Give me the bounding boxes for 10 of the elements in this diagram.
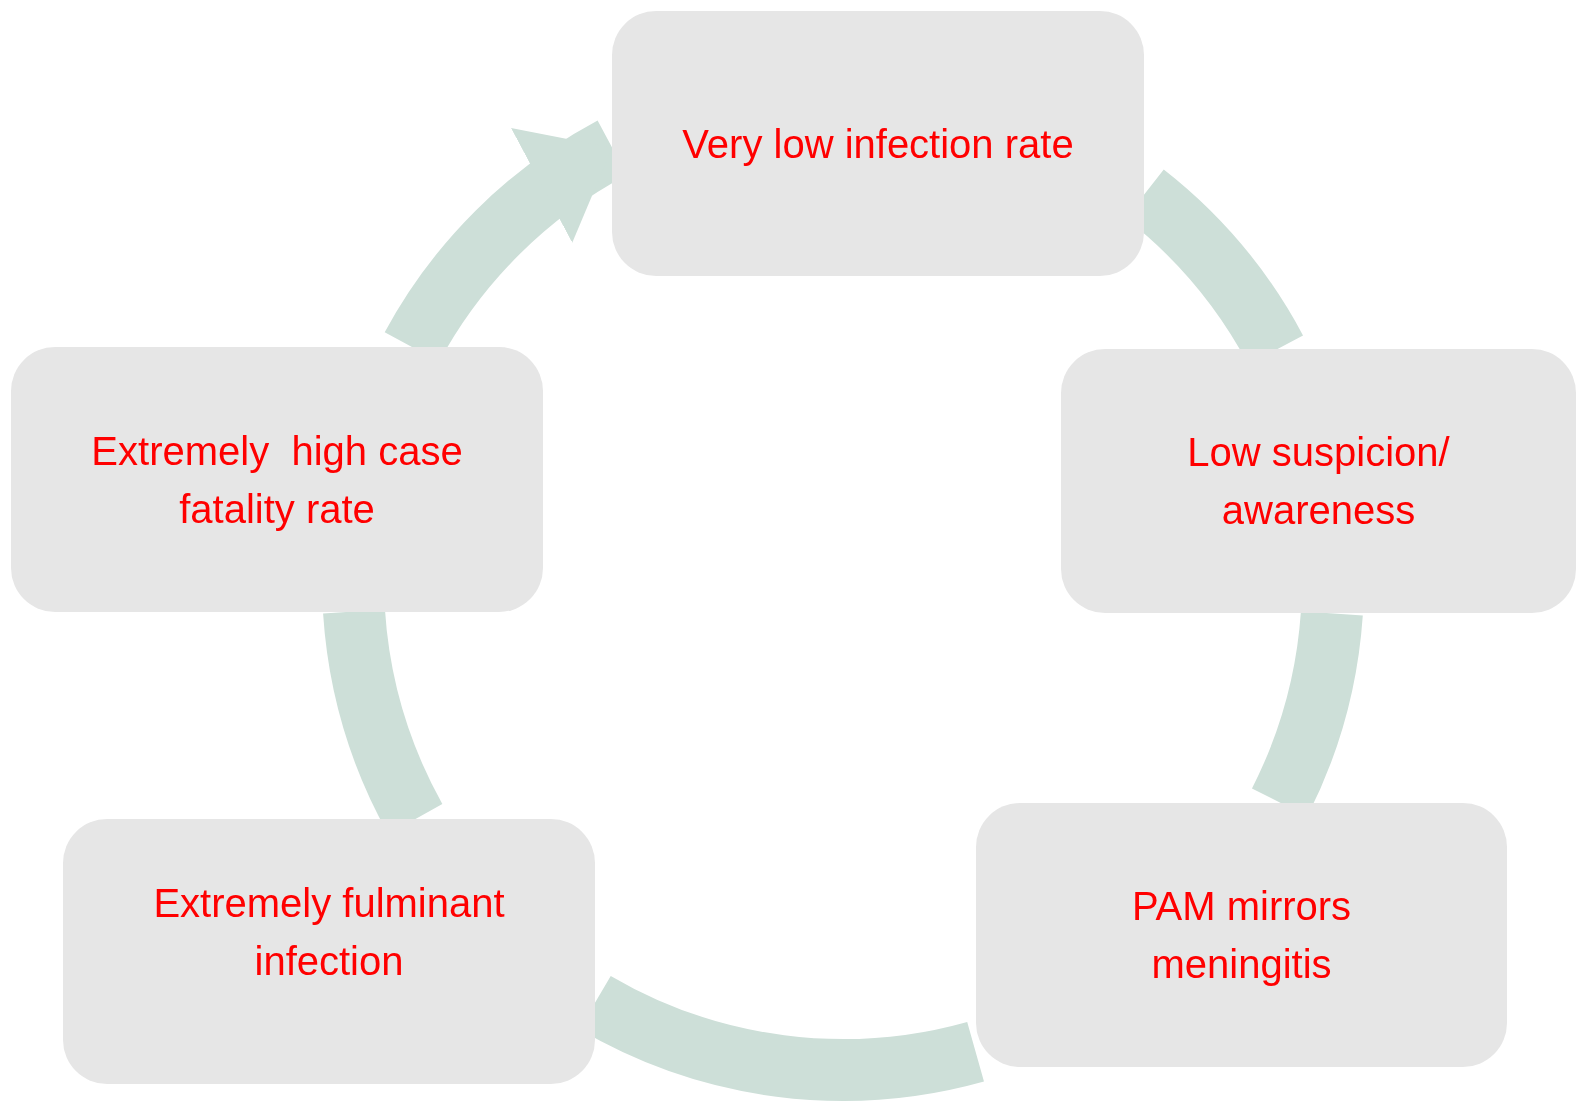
process-box (612, 11, 1144, 276)
process-box (1061, 349, 1576, 613)
box-text: Extremely high case fatality rate (90, 427, 464, 533)
process-box (11, 347, 543, 612)
box-text: Low suspicion/ awareness (1186, 429, 1451, 534)
box-text: Very low infection rate (682, 120, 1074, 168)
box-text: PAM mirrors meningitis (1130, 883, 1353, 988)
process-box (63, 819, 595, 1084)
box-text: Extremely fulminant infection (152, 879, 506, 985)
process-box (976, 803, 1507, 1067)
